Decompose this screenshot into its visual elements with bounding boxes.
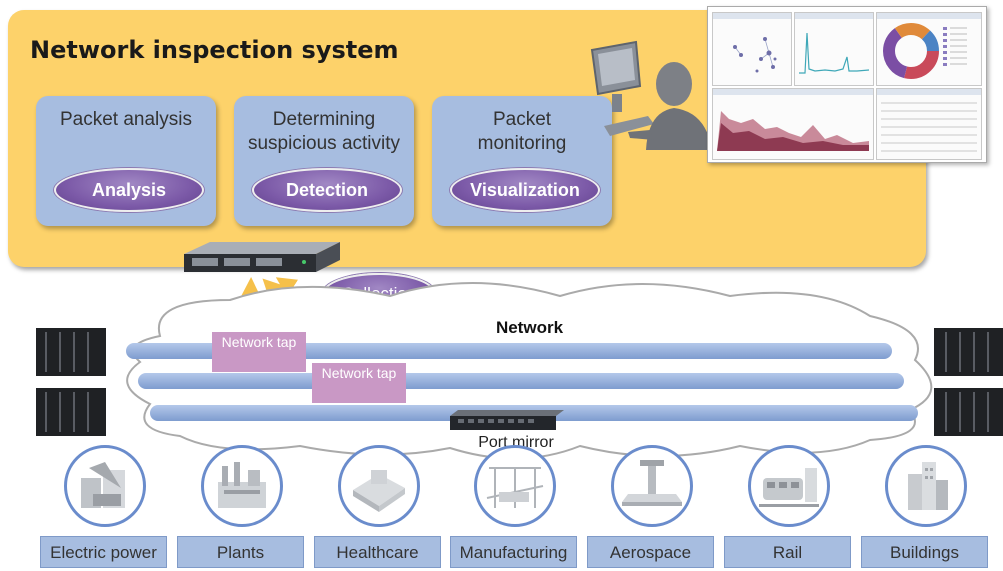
- server-icon: [184, 242, 340, 272]
- function-label: Packet analysis: [59, 109, 192, 130]
- network-title: Network: [495, 318, 564, 337]
- timeline-pane: [794, 12, 874, 86]
- function-label: Packet monitoring: [477, 109, 567, 154]
- network-tap-2: Network tap: [312, 363, 406, 403]
- visualization-pill: Visualization: [450, 168, 600, 212]
- sector-label-manufacturing: Manufacturing: [450, 536, 577, 568]
- sector-label-buildings: Buildings: [861, 536, 988, 568]
- function-label: Determining suspicious activity: [247, 109, 401, 154]
- server-rack-right-icon: [934, 328, 1003, 436]
- donut-pane: [876, 12, 982, 86]
- system-title: Network inspection system: [30, 36, 399, 64]
- analysis-pill: Analysis: [54, 168, 204, 212]
- sector-label-aerospace: Aerospace: [587, 536, 714, 568]
- manufacturing-icon: [474, 445, 556, 527]
- operator-icon: [590, 40, 712, 150]
- buildings-icon: [885, 445, 967, 527]
- sector-label-rail: Rail: [724, 536, 851, 568]
- sector-label-plants: Plants: [177, 536, 304, 568]
- sector-label-healthcare: Healthcare: [314, 536, 441, 568]
- switch-icon: [450, 410, 564, 430]
- healthcare-icon: [338, 445, 420, 527]
- function-box-detection: Determining suspicious activity Detectio…: [234, 96, 414, 226]
- table-pane: [876, 88, 982, 160]
- aerospace-icon: [611, 445, 693, 527]
- rail-icon: [748, 445, 830, 527]
- sector-label-electric-power: Electric power: [40, 536, 167, 568]
- port-mirror-label: Port mirror: [478, 434, 554, 451]
- area-chart-pane: [712, 88, 874, 160]
- server-rack-left-icon: [36, 328, 106, 436]
- function-box-analysis: Packet analysis Analysis: [36, 96, 216, 226]
- function-box-visualization: Packet monitoring Visualization: [432, 96, 612, 226]
- graph-pane: [712, 12, 792, 86]
- detection-pill: Detection: [252, 168, 402, 212]
- electric-power-icon: [64, 445, 146, 527]
- network-tap-1: Network tap: [212, 332, 306, 372]
- plants-icon: [201, 445, 283, 527]
- dashboard-screenshot: [707, 6, 987, 163]
